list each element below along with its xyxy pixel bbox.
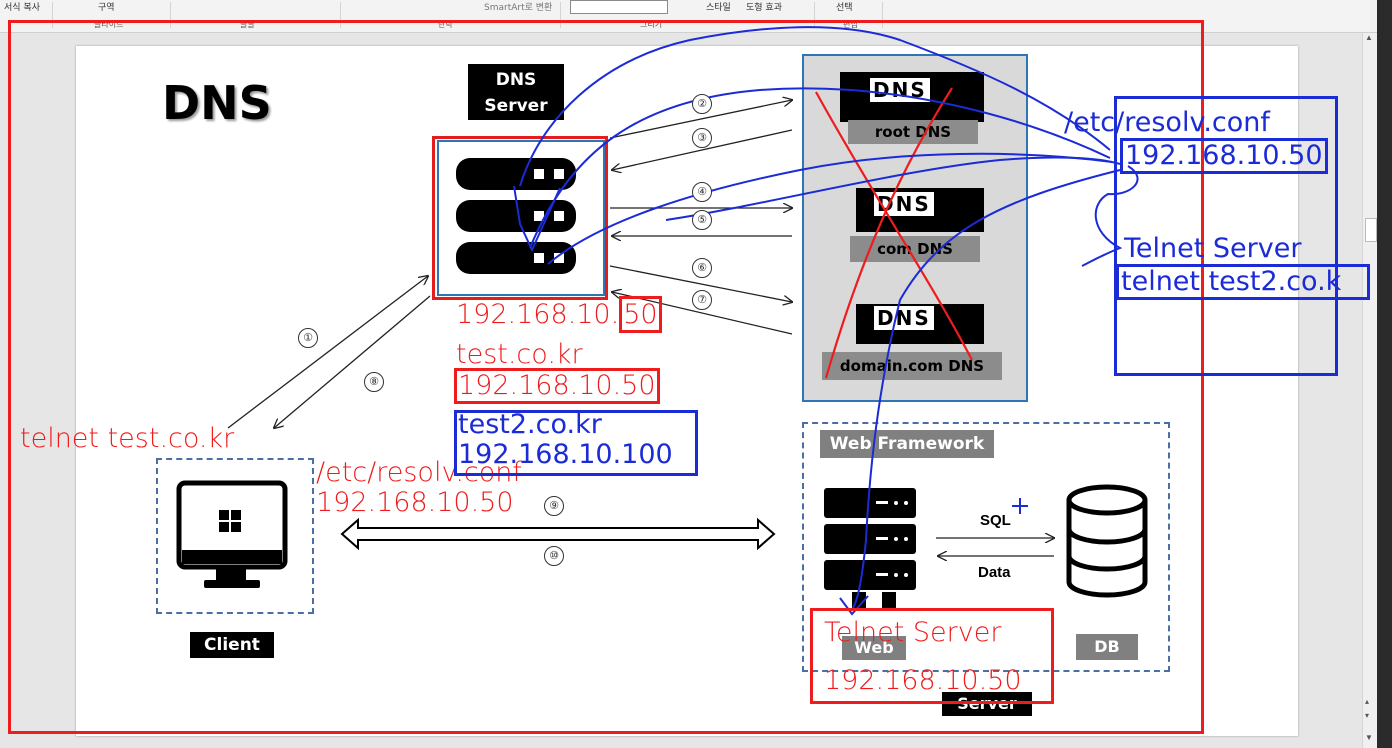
- ribbon-toolbar: 서식 복사 구역 SmartArt로 변환 스타일 도형 효과 선택 슬라이드 …: [0, 0, 1392, 33]
- com-dns-label: com DNS: [850, 236, 980, 262]
- window-edge: [1377, 0, 1392, 748]
- group-label-font: 글꼴: [240, 20, 255, 29]
- smartart-button[interactable]: SmartArt로 변환: [484, 3, 553, 13]
- test-domain-annotation: test.co.kr: [456, 339, 583, 370]
- arrow-step-7: [612, 292, 793, 335]
- step-6-badge: ⑥: [692, 258, 712, 278]
- blue-ink-drawing: [513, 26, 1139, 616]
- group-label-drawing: 그리기: [640, 20, 663, 29]
- step-7-badge: ⑦: [692, 290, 712, 310]
- section-button[interactable]: 구역: [98, 3, 115, 13]
- telnet-test2-annotation: telnet test2.co.k: [1116, 264, 1370, 300]
- arrow-step-6: [609, 265, 792, 302]
- select-button[interactable]: 선택: [836, 3, 853, 13]
- root-dns-label: root DNS: [848, 120, 978, 144]
- dns-server-frame: [437, 140, 605, 296]
- dns-server-icon: [456, 158, 576, 274]
- web-server-icon: [824, 488, 916, 608]
- client-computer-icon: [176, 480, 288, 588]
- telnet-server-ip-annotation: 192.168.10.50: [824, 665, 1022, 696]
- slide-title: DNS: [162, 76, 272, 130]
- resolv-conf-blue-annotation: /etc/resolv.conf: [1064, 107, 1270, 138]
- test2-ip-annotation: 192.168.10.100: [458, 439, 673, 470]
- step-1-badge: ①: [298, 328, 318, 348]
- client-label: Client: [190, 632, 274, 658]
- shapes-gallery[interactable]: [570, 0, 668, 14]
- ribbon-separator: [882, 2, 883, 28]
- resolv-ip-blue-annotation: 192.168.10.50: [1120, 138, 1328, 174]
- database-icon: [1066, 484, 1148, 598]
- arrow-step-2: [609, 100, 792, 139]
- scrollbar-thumb[interactable]: [1365, 218, 1377, 242]
- web-label: Web: [842, 636, 906, 660]
- quick-style-button[interactable]: 스타일: [706, 3, 731, 13]
- dns-logo-text: DNS: [874, 306, 934, 330]
- slide-canvas[interactable]: [76, 46, 1298, 736]
- telnet-server-blue-annotation: Telnet Server: [1124, 233, 1302, 264]
- dns-ip-suffix: 50: [619, 296, 662, 333]
- step-5-badge: ⑤: [692, 210, 712, 230]
- sql-label: SQL: [980, 512, 1011, 529]
- step-2-badge: ②: [692, 94, 712, 114]
- dns-ip-prefix: 192.168.10.: [456, 299, 620, 330]
- step-9-badge: ⑨: [544, 496, 564, 516]
- arrow-step-8: [274, 295, 431, 428]
- step-8-badge: ⑧: [364, 372, 384, 392]
- web-framework-label: Web Framework: [820, 430, 994, 458]
- scroll-down-page-icon[interactable]: ▾: [1365, 711, 1370, 720]
- scroll-down-icon[interactable]: ▼: [1365, 733, 1373, 742]
- resolv-ip-annotation: 192.168.10.50: [316, 487, 514, 518]
- test2-domain-annotation: test2.co.kr: [458, 409, 602, 440]
- step-4-badge: ④: [692, 182, 712, 202]
- web-framework-frame: [802, 422, 1170, 672]
- vertical-scrollbar[interactable]: ▲ ▴ ▾ ▼: [1362, 33, 1377, 748]
- ribbon-separator: [170, 2, 171, 28]
- test-ip-annotation: 192.168.10.50: [454, 368, 660, 404]
- scroll-up-page-icon[interactable]: ▴: [1365, 697, 1370, 706]
- telnet-command-annotation: telnet test.co.kr: [20, 423, 235, 454]
- test2-record-box: [454, 410, 698, 476]
- scroll-up-icon[interactable]: ▲: [1365, 33, 1373, 42]
- blue-annotation-frame: [1114, 96, 1338, 376]
- resolv-conf-annotation: /etc/resolv.conf: [316, 457, 522, 488]
- data-label: Data: [978, 564, 1011, 581]
- ribbon-separator: [814, 2, 815, 28]
- telnet-server-box: [810, 608, 1054, 704]
- dns-server-highlight: [432, 136, 608, 300]
- arrow-step-1: [227, 276, 428, 429]
- step-3-badge: ③: [692, 128, 712, 148]
- red-annotation-frame: [8, 20, 1204, 734]
- ribbon-separator: [560, 2, 561, 28]
- telnet-server-annotation: Telnet Server: [824, 617, 1002, 648]
- client-frame: [156, 458, 314, 614]
- ribbon-separator: [52, 2, 53, 28]
- ribbon-separator: [340, 2, 341, 28]
- arrow-step-3: [612, 129, 793, 170]
- dns-ip-annotation: 192.168.10.50: [456, 296, 662, 333]
- red-cross-mark: [815, 87, 973, 379]
- domain-dns-icon: DNS: [856, 304, 984, 344]
- group-label-editing: 편집: [843, 20, 858, 29]
- db-label: DB: [1076, 634, 1138, 660]
- format-painter-button[interactable]: 서식 복사: [4, 3, 40, 13]
- arrow-step-9-10: [340, 517, 776, 551]
- group-label-slides: 슬라이드: [94, 20, 124, 29]
- shape-effects-button[interactable]: 도형 효과: [746, 3, 782, 13]
- step-10-badge: ⑩: [544, 546, 564, 566]
- group-label-paragraph: 단락: [438, 20, 453, 29]
- domain-dns-label: domain.com DNS: [822, 352, 1002, 380]
- com-dns-icon: DNS: [856, 188, 984, 232]
- dns-server-label: DNS Server: [468, 64, 564, 120]
